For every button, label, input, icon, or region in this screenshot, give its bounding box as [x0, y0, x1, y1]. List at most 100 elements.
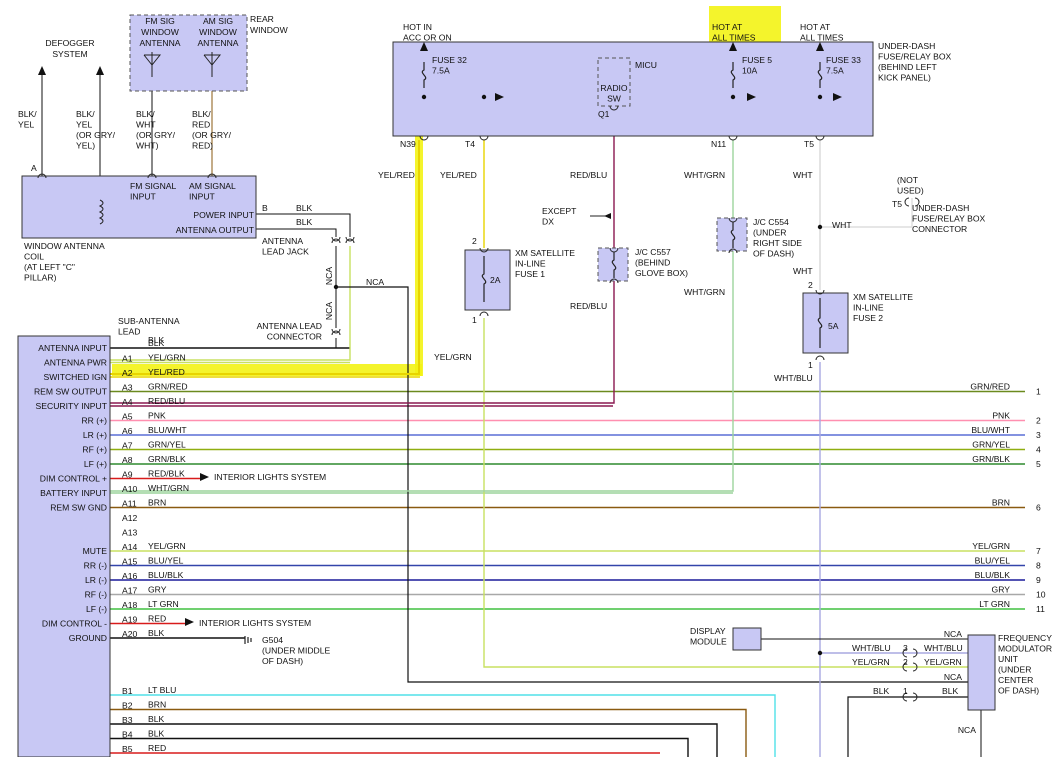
radio-pin-12: A11 — [122, 499, 137, 509]
b4-wire — [110, 737, 689, 757]
radio-pin-name-12: REM SW GND — [50, 503, 107, 513]
antenna-lead-jack-line1: ANTENNA — [262, 236, 303, 246]
wire-label-blkwht-line4: WHT) — [136, 141, 159, 151]
right-wire-label-17: BLU/BLK — [975, 570, 1011, 580]
right-wire-label-12: BRN — [992, 498, 1010, 508]
conn-n39 — [419, 135, 429, 141]
connector-number-7: 3 — [1036, 430, 1041, 440]
fuse1-pin2: 2 — [472, 236, 477, 246]
radio-pin-name-15: MUTE — [83, 546, 108, 556]
defogger-arrow-2 — [96, 66, 104, 75]
right-wire-label-7: BLU/WHT — [971, 425, 1010, 435]
radio-wire-label-18: GRY — [148, 585, 167, 595]
fuse33-label-line2: 7.5A — [826, 66, 844, 76]
xm-fuse1-label-line3: FUSE 1 — [515, 269, 545, 279]
wire-label-yelred-1: YEL/RED — [378, 170, 415, 180]
radio-pin-name-19: LF (-) — [86, 604, 107, 614]
fmod-caption-line1: FREQUENCY — [998, 633, 1052, 643]
coil-wire-blk-2: BLK — [296, 217, 313, 227]
underdash-connector-symbol-left — [904, 197, 910, 207]
radio-pin-3: A2 — [122, 368, 133, 378]
radio-wire-label-16: BLU/YEL — [148, 556, 184, 566]
radio-pin-name-8: RF (+) — [82, 445, 107, 455]
antenna-lead-jack-line2: LEAD JACK — [262, 247, 309, 257]
fuse5-label-line1: FUSE 5 — [742, 55, 772, 65]
display-module-label-line1: DISPLAY — [690, 626, 726, 636]
radio-unit-box — [17, 335, 111, 757]
underdash-connector-label-line3: CONNECTOR — [912, 224, 967, 234]
coil-power-input: POWER INPUT — [193, 210, 254, 220]
hot-all-times-2-line2: ALL TIMES — [800, 33, 844, 43]
not-used-label-line2: USED) — [897, 186, 924, 196]
radio-pin-name-1: ANTENNA INPUT — [38, 343, 108, 353]
am-antenna-line1: AM SIG — [203, 16, 233, 26]
lead-jack-conn-1-top — [331, 236, 341, 242]
radio-wire-label-5: RED/BLU — [148, 396, 185, 406]
right-wire-label-6: PNK — [992, 411, 1010, 421]
b3-wire — [110, 723, 718, 757]
fuse-box-caption-line3: (BEHIND LEFT — [878, 62, 937, 72]
power-input-wire — [256, 213, 351, 237]
fuse32-symbol — [421, 62, 427, 88]
fm-antenna-line1: FM SIG — [145, 16, 175, 26]
fmod-nca-3: NCA — [958, 725, 976, 735]
radio-pin-20: A19 — [122, 615, 138, 625]
fmod-caption-line3: UNIT — [998, 654, 1019, 664]
underdash-connector-label-line1: UNDER-DASH — [912, 203, 969, 213]
wire-label-wht-1: WHT — [793, 170, 813, 180]
undefined-line1: HOT AT — [30, 0, 61, 2]
display-module-label-line2: MODULE — [690, 637, 727, 647]
defogger-label-line1: DEFOGGER — [45, 38, 94, 48]
radio-pin-name-18: RF (-) — [85, 590, 108, 600]
radio-pin-name-16: RR (-) — [84, 561, 108, 571]
connector-number-9: 5 — [1036, 459, 1041, 469]
fuse32-branch-arrow — [495, 93, 504, 101]
radio-b-pin-4: B4 — [122, 730, 133, 740]
fmod-conn-2-right — [912, 662, 918, 672]
radio-wire-label-15: YEL/GRN — [148, 541, 186, 551]
jc557-label-line2: (BEHIND — [635, 258, 670, 268]
fuse32-label-line1: FUSE 32 — [432, 55, 467, 65]
fuse1-rating: 2A — [490, 275, 501, 285]
fuse32-feed-arrow — [420, 42, 428, 51]
am-antenna-line2: WINDOW — [199, 27, 238, 37]
jc557-label-line1: J/C C557 — [635, 247, 671, 257]
fuse1-conn-bottom — [479, 311, 489, 317]
wire-label-blkred-line1: BLK/ — [192, 109, 211, 119]
undefined-line2: ALL TIMES — [30, 0, 74, 2]
antenna-lead-connector-label-line2: CONNECTOR — [267, 332, 322, 342]
rear-window-line1: REAR — [250, 14, 274, 24]
wire-label-yelred-2: YEL/RED — [440, 170, 477, 180]
fm-antenna-line3: ANTENNA — [139, 38, 180, 48]
coil-connector-fm — [147, 173, 157, 179]
wire-label-blkred-line4: RED) — [192, 141, 213, 151]
radio-pin-8: A7 — [122, 441, 133, 451]
radio-wire-label-10: RED/BLK — [148, 469, 185, 479]
fuse33-branch-dot — [817, 94, 823, 100]
radio-wire-label-12: BRN — [148, 498, 166, 508]
rear-window-antenna-box — [129, 14, 248, 92]
fmod-nca-1: NCA — [944, 629, 962, 639]
nca-label-splice: NCA — [366, 277, 384, 287]
fmod-pin2: 2 — [903, 657, 908, 667]
pin-t5: T5 — [804, 139, 814, 149]
rear-window-line2: WINDOW — [250, 25, 289, 35]
connector-number-17: 9 — [1036, 575, 1041, 585]
g504-label-line3: OF DASH) — [262, 656, 303, 666]
fuse32-branch-dot — [421, 94, 427, 100]
radio-b-pin-2: B2 — [122, 701, 133, 711]
fmod-whtblu-left: WHT/BLU — [852, 643, 891, 653]
coil-caption-line1: WINDOW ANTENNA — [24, 241, 105, 251]
radio-pin-16: A15 — [122, 557, 138, 567]
antenna-lead-connector-bottom — [331, 330, 341, 336]
right-wire-label-8: GRN/YEL — [972, 440, 1010, 450]
xm-fuse1-label-line2: IN-LINE — [515, 259, 546, 269]
radio-wire-label-11: WHT/GRN — [148, 483, 189, 493]
fmod-caption-line6: OF DASH) — [998, 686, 1039, 696]
wire-label-blkwht-line3: (OR GRY/ — [136, 130, 176, 140]
jc554-label-line4: OF DASH) — [753, 249, 794, 259]
underdash-connector-symbol-right — [914, 197, 920, 207]
fuse33-feed-arrow — [816, 42, 824, 51]
wire-label-blkwht-line1: BLK/ — [136, 109, 155, 119]
